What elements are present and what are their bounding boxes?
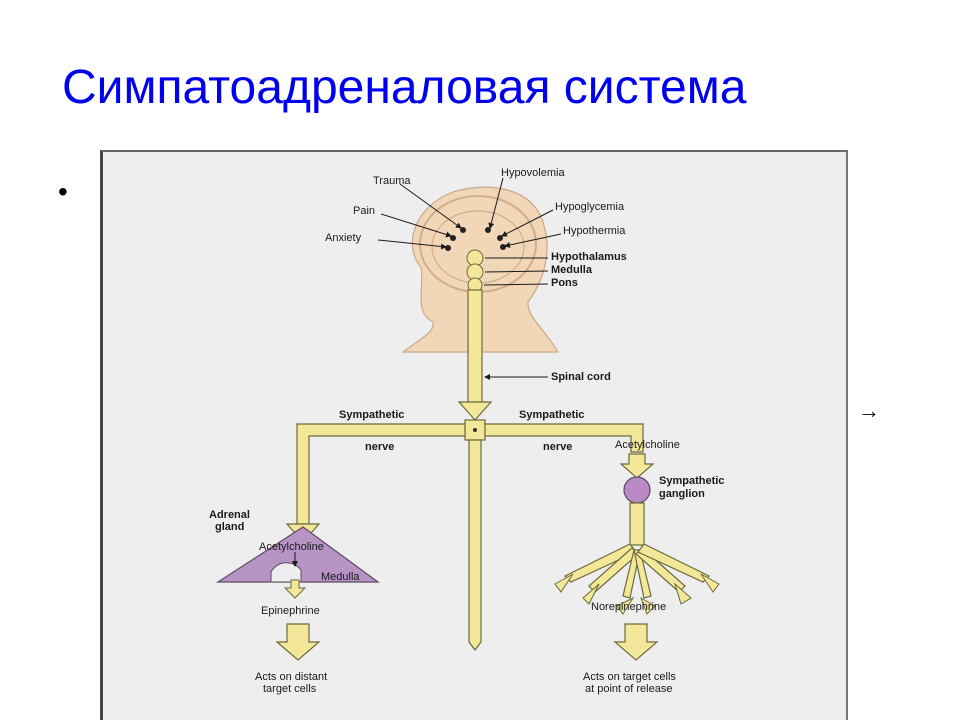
sympathetic-ganglion [623,476,651,504]
spinal-cord [467,289,483,403]
right-sympathetic-nerve [484,423,644,453]
spinal-cord-arrowhead [457,401,493,421]
left-sympathetic-nerve [296,423,466,525]
adrenal-medulla-notch [270,562,302,583]
label-ganglion-1: Sympathetic [659,475,724,487]
anxiety-leader [377,239,447,250]
label-epinephrine: Epinephrine [261,605,320,617]
label-medulla: Medulla [551,264,593,276]
hypovolemia-leader [488,177,504,229]
lower-spinal-cord [468,439,482,651]
label-pain: Pain [353,205,375,217]
norepinephrine-arrow-large [613,623,659,661]
label-hypovolemia: Hypovolemia [501,167,565,179]
trauma-leader [399,183,462,229]
hypothermia-dot [500,244,506,250]
pons-leader [483,283,549,286]
label-left-nerve-1: Sympathetic [339,409,404,421]
label-ganglion-acetylcholine: Acetylcholine [615,439,680,451]
junction-dot [473,428,477,432]
label-ganglion-effect-2: at point of release [585,683,672,695]
label-spinal-cord: Spinal cord [551,371,611,383]
ganglion-input-arrow [619,453,655,479]
label-right-nerve-1: Sympathetic [519,409,584,421]
anxiety-dot [445,245,451,251]
label-norepinephrine: Norepinephrine [591,601,666,613]
label-left-nerve-2: nerve [365,441,394,453]
hypoglycemia-leader [501,209,554,237]
label-hypothermia: Hypothermia [563,225,626,237]
label-ganglion-2: ganglion [659,488,705,500]
branch-4 [633,549,652,599]
epinephrine-arrow-small [283,579,307,599]
label-adrenal-medulla: Medulla [321,571,360,583]
terminal-arrowheads [554,573,720,615]
label-adrenal-acetylcholine: Acetylcholine [259,541,324,553]
pain-leader [380,213,452,238]
label-ganglion-effect-1: Acts on target cells [583,671,676,683]
right-arrow-icon: → [858,398,880,423]
label-hypothalamus: Hypothalamus [551,251,627,263]
nerve-terminal-branches [563,543,711,599]
label-adrenal-gland-1: Adrenal [209,509,250,521]
label-adrenal-effect-1: Acts on distant [255,671,327,683]
label-hypoglycemia: Hypoglycemia [555,201,625,213]
slide-title: Симпатоадреналовая система [62,61,747,114]
label-adrenal-effect-2: target cells [263,683,317,695]
hypothermia-leader [504,233,562,248]
hypoglycemia-dot [497,235,503,241]
bullet-point: • [58,176,68,207]
postganglionic-fiber [629,502,645,546]
label-adrenal-gland-2: gland [215,521,244,533]
branch-6 [637,543,711,583]
sympathoadrenal-diagram: Trauma Pain Anxiety Hypovolemia Hypoglyc… [100,150,848,720]
label-trauma: Trauma [373,175,411,187]
label-pons: Pons [551,277,578,289]
label-right-nerve-2: nerve [543,441,572,453]
medulla-leader [484,270,549,273]
diagram-canvas: Trauma Pain Anxiety Hypovolemia Hypoglyc… [209,167,724,695]
epinephrine-arrow-large [275,623,321,661]
label-anxiety: Anxiety [325,232,362,244]
